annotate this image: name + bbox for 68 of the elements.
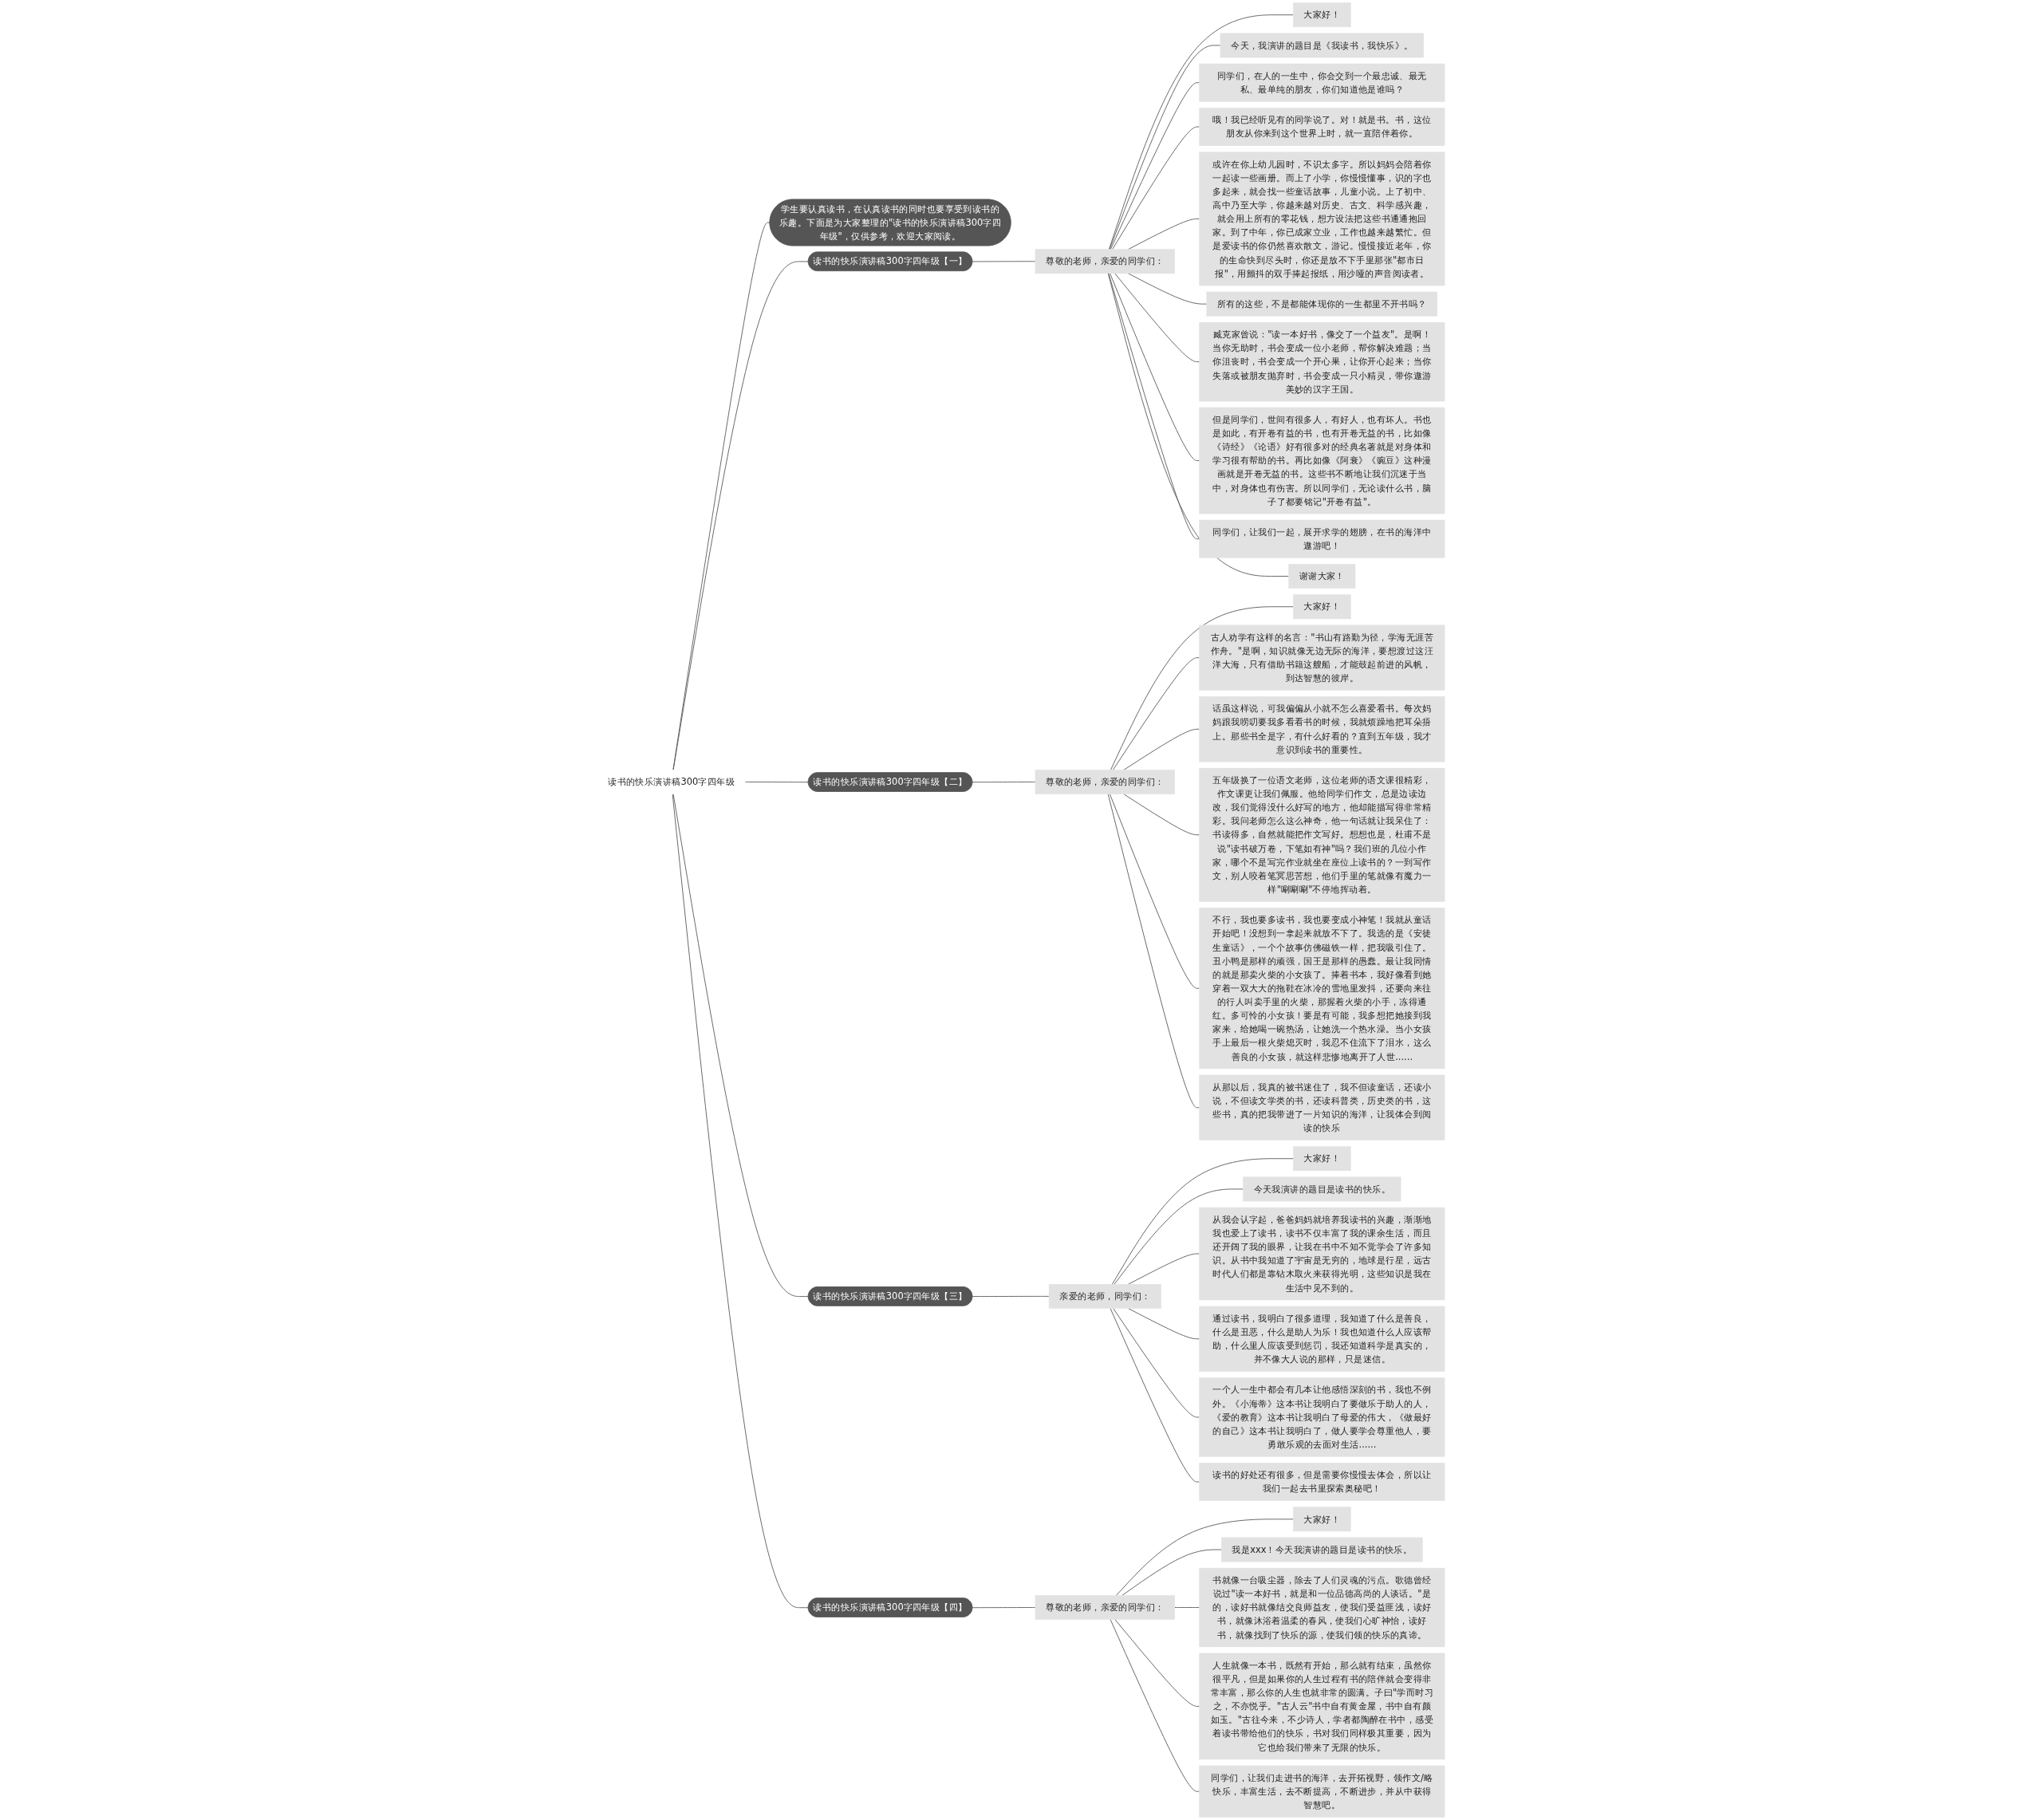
connector bbox=[1116, 1519, 1294, 1596]
node-box: 从那以后，我真的被书迷住了，我不但读童话，还读小说，不但读文学类的书，还读科普类，历史类的书，这些书，真的把我带进了一片知识的海洋，让我体会到阅读的快乐 bbox=[1199, 1074, 1445, 1140]
connector bbox=[1128, 1253, 1200, 1285]
node-box: 臧克家曾说："读一本好书，像交了一个益友"。是啊！当你无助时，书会变成一位小老师，帮你解决难题；当你沮丧时，书会变成一个开心果，让你开心起来；当你失落或被朋友抛弃时，书会变成一只小精灵，带你遨游美妙的汉字王国。 bbox=[1199, 321, 1445, 402]
connector bbox=[1112, 657, 1200, 770]
node-box: 今天我演讲的题目是读书的快乐。 bbox=[1243, 1176, 1401, 1202]
connector bbox=[1128, 273, 1208, 305]
node-box: 同学们，让我们一起，展开求学的翅膀，在书的海洋中遨游吧！ bbox=[1199, 519, 1445, 558]
connector bbox=[1110, 82, 1200, 250]
connector bbox=[1174, 1607, 1200, 1608]
node-box: 今天，我演讲的题目是《我读书，我快乐》。 bbox=[1220, 33, 1424, 58]
connector bbox=[1113, 1308, 1200, 1418]
node-box: 大家好！ bbox=[1293, 594, 1351, 620]
connector bbox=[672, 794, 809, 1609]
connector bbox=[1110, 273, 1200, 461]
connector bbox=[1128, 1308, 1200, 1340]
connector bbox=[1114, 1188, 1244, 1285]
node-box: 读书的好处还有很多，但是需要你慢慢去体会，所以让我们一起去书里探索奥秘吧！ bbox=[1199, 1463, 1445, 1501]
connector bbox=[1110, 606, 1294, 770]
node-box: 或许在你上幼儿园时，不识太多字。所以妈妈会陪着你一起读一些画册。而上了小学，你慢慢懂事，识的字也多起来，就会找一些童话故事，儿童小说。上了初中、高中乃至大学，你越来越对历史、古文、科学感兴趣，就会用上所有的零花钱，想方设法把这些书通通抱回家。到了中年，你已成家立业，工作也越来越繁忙。但是爱读书的你仍然喜欢散文，游记。慢慢接近老年，你的生命快到尽头时，你还是放不下手里那张"都市日报"，用颤抖的双手捧起报纸，用沙哑的声音阅读者。 bbox=[1199, 152, 1445, 286]
connector bbox=[1108, 14, 1294, 250]
node-box: 我是xxx！今天我演讲的题目是读书的快乐。 bbox=[1220, 1537, 1423, 1562]
connector bbox=[672, 261, 809, 770]
connector bbox=[972, 261, 1036, 262]
node-box: 从我会认字起，爸爸妈妈就培养我读书的兴趣，渐渐地我也爱上了读书，读书不仅丰富了我的课余生活，而且还开阔了我的眼界，让我在书中不知不觉学会了许多知识。从书中我知道了宇宙是无穷的，地球是行星，远古时代人们都是靠钻木取火来获得光明，这些知识是我在生活中见不到的。 bbox=[1199, 1207, 1445, 1301]
connector bbox=[1110, 1619, 1200, 1792]
node-box: 话虽这样说，可我偏偏从小就不怎么喜爱看书。每次妈妈跟我唠叨要我多看看书的时候，我就烦躁地把耳朵捂上。那些书全是字，有什么好看的？直到五年级，我才意识到读书的重要性。 bbox=[1199, 696, 1445, 762]
node-box: 亲爱的老师，同学们： bbox=[1048, 1284, 1161, 1309]
node-box: 书就像一台吸尘器，除去了人们灵魂的污点。歌德曾经说过"读一本好书，就是和一位品德高尚的人谈话。"是的，读好书就像结交良师益友，使我们受益匪浅，读好书，就像沐浴着温柔的春风，使我们心旷神怡，读好书，就像找到了快乐的源，使我们领的快乐的真谛。 bbox=[1199, 1567, 1445, 1648]
node-box: 大家好！ bbox=[1293, 1507, 1351, 1532]
connector bbox=[1122, 1549, 1222, 1596]
node-box: 不行，我也要多读书，我也要变成小神笔！我就从童话开始吧！没想到一拿起来就放不下了。我选的是《安徒生童话》，一个个故事仿佛磁铁一样，把我吸引住了。丑小鸭是那样的顽强，国王是那样的愚蠢。最让我同情的就是那卖火柴的小女孩了。捧着书本，我好像看到她穿着一双大大的拖鞋在冰冷的雪地里发抖，还要向来往的行人叫卖手里的火柴，那握着火柴的小手，冻得通红。多可怜的小女孩！要是有可能，我多想把她接到我家来，给她喝一碗热汤，让她洗一个热水澡。当小女孩手上最后一根火柴熄灭时，我忍不住流下了泪水，这么善良的小女孩，就这样悲惨地离开了人世...... bbox=[1199, 908, 1445, 1070]
connector bbox=[672, 222, 771, 770]
node-box: 哦！我已经听见有的同学说了。对！就是书。书，这位朋友从你来到这个世界上时，就一直陪伴着你。 bbox=[1199, 108, 1445, 146]
node-box: 谢谢大家！ bbox=[1288, 564, 1356, 589]
connector bbox=[1114, 1619, 1200, 1707]
connector bbox=[672, 794, 809, 1298]
connector bbox=[744, 782, 809, 783]
node-box: 尊敬的老师，亲爱的同学们： bbox=[1035, 1595, 1175, 1620]
node-box: 同学们，在人的一生中，你会交到一个最忠诚、最无私、最单纯的朋友，你们知道他是谁吗？ bbox=[1199, 63, 1445, 102]
node-text: 读书的快乐演讲稿300字四年级 bbox=[608, 776, 735, 787]
node-box: 古人劝学有这样的名言："书山有路勤为径，学海无涯苦作舟。"是啊，知识就像无边无际的海洋，要想渡过这汪洋大海，只有借助书籍这艘船，才能鼓起前进的风帆，到达智慧的彼岸。 bbox=[1199, 624, 1445, 691]
connector bbox=[1111, 1158, 1294, 1285]
connector bbox=[1108, 273, 1200, 540]
connector bbox=[1123, 728, 1200, 770]
node-box: 同学们，让我们走进书的海洋，去开拓视野，领作文/略快乐，丰富生活，去不断提高，不断进步，并从中获得智慧吧。 bbox=[1199, 1765, 1445, 1818]
connector bbox=[1123, 794, 1200, 836]
node-box: 但是同学们，世间有很多人，有好人，也有坏人。书也是如此，有开卷有益的书，也有开卷无益的书，比如像《诗经》《论语》好有很多对的经典名著就是对身体和学习很有帮助的书。再比如像《阿衰》《豌豆》这种漫画就是开卷无益的书。这些书不断地让我们沉迷于当中，对身体也有伤害。所以同学们，无论读什么书，脑子了都要铭记"开卷有益"。 bbox=[1199, 407, 1445, 514]
node-box: 所有的这些，不是都能体现你的一生都里不开书吗？ bbox=[1206, 291, 1438, 317]
connector bbox=[1112, 126, 1200, 250]
connector bbox=[1128, 218, 1200, 250]
node-box: 大家好！ bbox=[1293, 2, 1351, 28]
node-box: 尊敬的老师，亲爱的同学们： bbox=[1035, 249, 1175, 274]
node-box: 大家好！ bbox=[1293, 1146, 1351, 1172]
connector bbox=[1109, 45, 1221, 250]
connector bbox=[972, 782, 1036, 783]
node-box: 五年级换了一位语文老师，这位老师的语文课很精彩，作文课更让我们佩服。他给同学们作文，总是边读边改，我们觉得没什么好写的地方，他却能描写得非常精彩。我问老师怎么这么神奇，他一句话就让我呆住了：书读得多，自然就能把作文写好。想想也是，杜甫不是说"读书破万卷，下笔如有神"吗？我们班的几位小作家，哪个不是写完作业就坐在座位上读书的？一到写作文，别人咬着笔冥思苦想，他们手里的笔就像有魔力一样"唰唰唰"不停地挥动着。 bbox=[1199, 767, 1445, 902]
node-box: 通过读书，我明白了很多道理，我知道了什么是善良，什么是丑恶，什么是助人为乐！我也知道什么人应该帮助，什么里人应该受到惩罚，我还知道科学是真实的，并不像大人说的那样，只是迷信。 bbox=[1199, 1306, 1445, 1372]
node-box: 一个人一生中都会有几本让他感悟深刻的书，我也不例外。《小海蒂》这本书让我明白了要做乐于助人的人，《爱的教育》这本书让我明白了母爱的伟大，《做最好的自己》这本书让我明白了，做人要学会尊重他人，要勇敢乐观的去面对生活...... bbox=[1199, 1377, 1445, 1457]
connector bbox=[972, 1607, 1036, 1609]
connector bbox=[1107, 273, 1289, 577]
connector bbox=[972, 1295, 1050, 1298]
node-box: 尊敬的老师，亲爱的同学们： bbox=[1035, 770, 1175, 794]
connector bbox=[1109, 794, 1200, 989]
connector bbox=[1107, 794, 1200, 1109]
connector bbox=[1114, 273, 1200, 363]
connector bbox=[1110, 1308, 1200, 1483]
node-box: 人生就像一本书，既然有开始，那么就有结束，虽然你很平凡，但是如果你的人生过程有书的陪伴就会变得非常丰富，那么你的人生也就非常的圆满。子曰"学而时习之，不亦悦乎。"古人云"书中自有黄金屋，书中自有颜如玉。"古往今来，不少诗人，学者都陶醉在书中，感受着读书带给他们的快乐，书对我们同样极其重要，因为它也给我们带来了无限的快乐。 bbox=[1199, 1653, 1445, 1760]
